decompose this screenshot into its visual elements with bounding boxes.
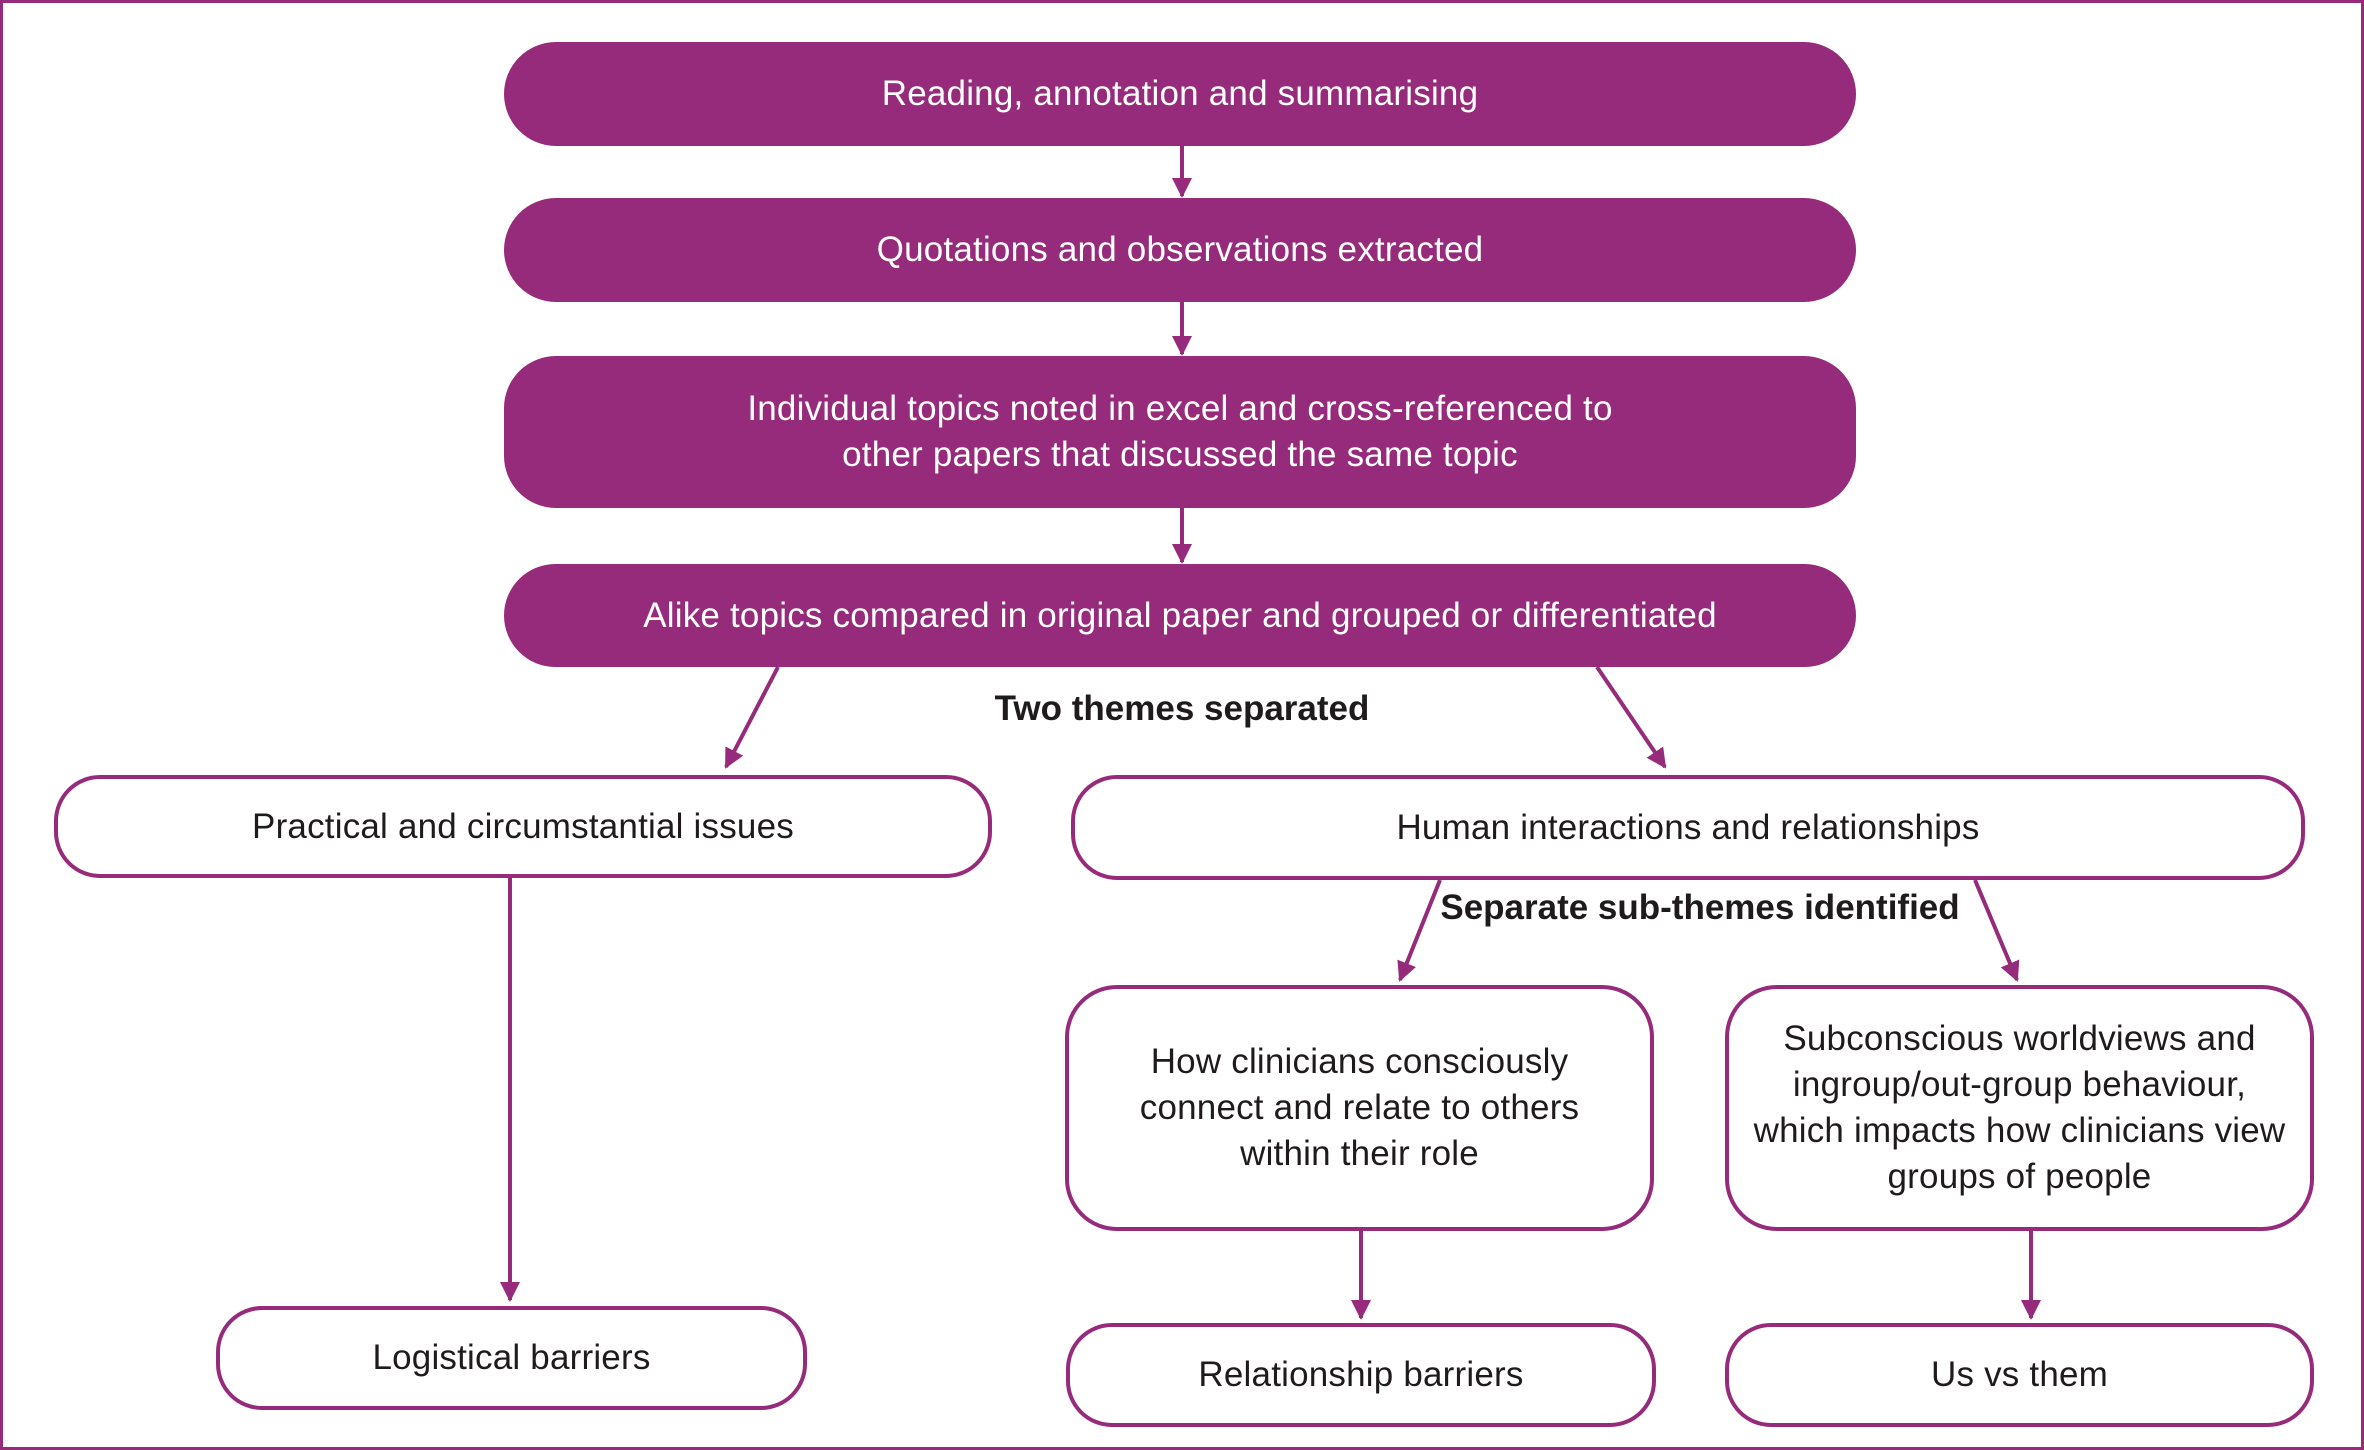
arrow-human-to-conscious — [1397, 879, 1442, 982]
subtheme-subconscious-box: Subconscious worldviews and ingroup/out-… — [1725, 985, 2314, 1231]
arrow-step4-to-practical — [724, 666, 780, 769]
outcome-logistical-box: Logistical barriers — [216, 1306, 807, 1410]
outcome-logistical-text: Logistical barriers — [372, 1338, 651, 1377]
step-reading-box: Reading, annotation and summarising — [504, 42, 1856, 146]
step-alike-topics-box: Alike topics compared in original paper … — [504, 564, 1856, 667]
step-topics-text: Individual topics noted in excel and cro… — [747, 389, 1613, 474]
sub-themes-label: Separate sub-themes identified — [1440, 888, 1960, 927]
arrow-step4-to-human — [1595, 665, 1667, 769]
subtheme-conscious-box: How clinicians consciously connect and r… — [1065, 985, 1654, 1231]
step-quotations-text: Quotations and observations extracted — [876, 230, 1484, 269]
theme-human-text: Human interactions and relationships — [1396, 807, 1980, 847]
theme-practical-text: Practical and circumstantial issues — [252, 806, 794, 846]
theme-practical-box: Practical and circumstantial issues — [54, 775, 992, 878]
outcome-relationship-box: Relationship barriers — [1066, 1323, 1656, 1427]
theme-human-box: Human interactions and relationships — [1071, 775, 2305, 880]
step-quotations-box: Quotations and observations extracted — [504, 198, 1856, 302]
subtheme-conscious-text: How clinicians consciously connect and r… — [1139, 1042, 1580, 1173]
step-reading-text: Reading, annotation and summarising — [881, 74, 1479, 113]
outcome-us-vs-them-text: Us vs them — [1930, 1355, 2109, 1394]
step-alike-topics-text: Alike topics compared in original paper … — [643, 595, 1717, 635]
step-topics-box: Individual topics noted in excel and cro… — [504, 356, 1856, 508]
outcome-relationship-text: Relationship barriers — [1198, 1355, 1524, 1394]
arrow-human-to-subconscious — [1973, 879, 2020, 982]
outcome-us-vs-them-box: Us vs them — [1725, 1323, 2314, 1427]
subtheme-subconscious-text: Subconscious worldviews and ingroup/out-… — [1753, 1019, 2286, 1196]
two-themes-label: Two themes separated — [994, 689, 1370, 728]
